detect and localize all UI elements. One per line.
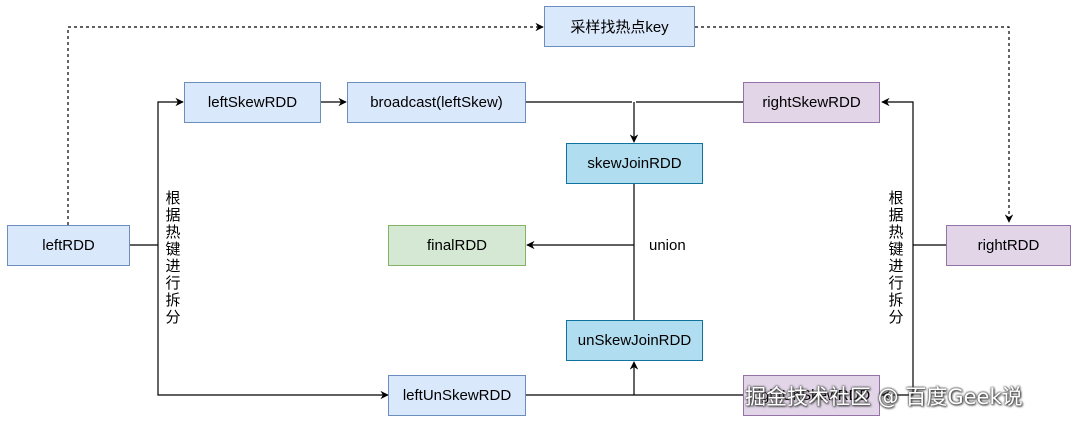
edge-to-right-unskew (881, 245, 914, 400)
edge-to-left-skew (157, 97, 184, 245)
unskew-join-rdd-node: unSkewJoinRDD (566, 320, 703, 361)
union-label: union (649, 237, 686, 254)
split-label-right: 根据热键进行拆分 (888, 190, 904, 326)
left-skew-rdd-node: leftSkewRDD (184, 82, 321, 123)
left-rdd-node: leftRDD (7, 225, 130, 266)
edge-to-right-skew (881, 97, 914, 245)
right-skew-rdd-node: rightSkewRDD (743, 82, 880, 123)
right-unskew-rdd-node: rightUnSkewRDD (743, 375, 880, 416)
watermark: 掘金技术社区 @ 百度Geek说 (745, 385, 1023, 409)
right-rdd-node: rightRDD (946, 225, 1071, 266)
edge-left-to-sample (67, 22, 544, 225)
edge-sample-to-right (695, 26, 1014, 223)
left-unskew-rdd-node: leftUnSkewRDD (388, 375, 526, 416)
sample-hot-key-node: 采样找热点key (544, 6, 695, 47)
final-rdd-node: finalRDD (388, 225, 526, 266)
skew-join-rdd-node: skewJoinRDD (566, 143, 703, 184)
edge-to-left-unskew (157, 245, 389, 400)
split-label-left: 根据热键进行拆分 (165, 190, 181, 326)
broadcast-node: broadcast(leftSkew) (347, 82, 526, 123)
